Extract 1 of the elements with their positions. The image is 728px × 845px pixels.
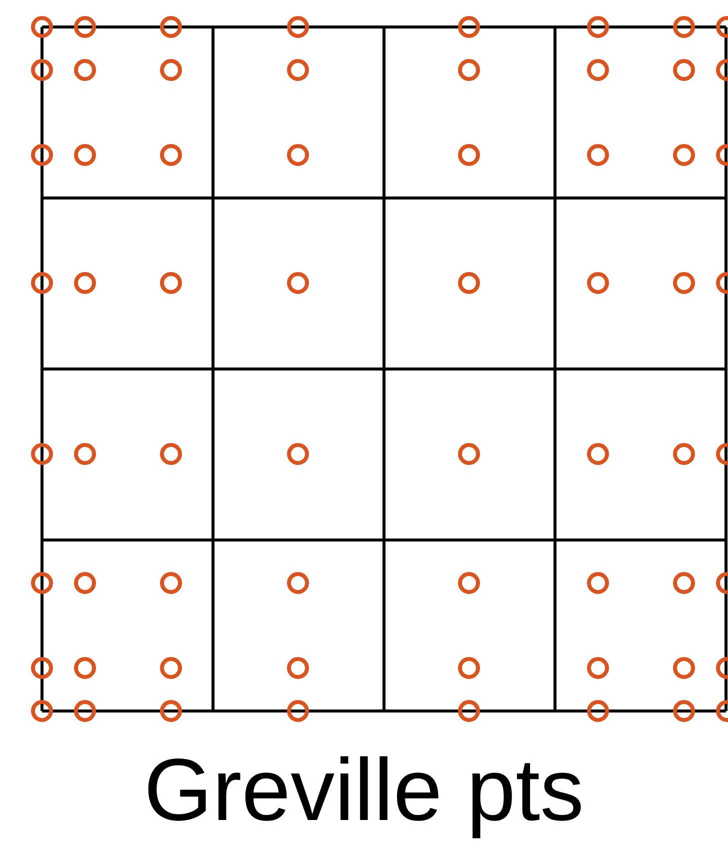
caption: Greville pts [144,740,584,840]
